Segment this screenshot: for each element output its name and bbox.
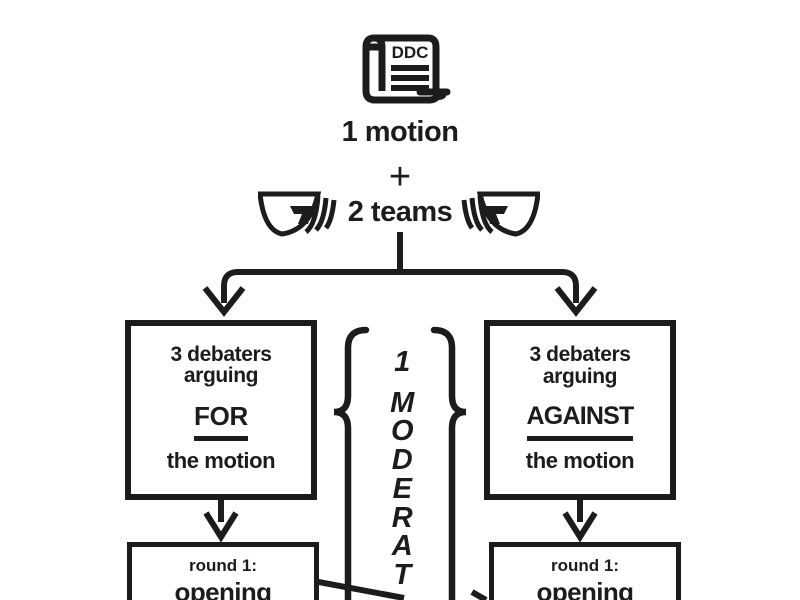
moderator-char-0: 1: [394, 346, 410, 378]
round1-right-number: round 1:: [551, 556, 619, 575]
crosslink-tick-right: [470, 589, 488, 600]
scroll-icon-text: DDC: [392, 43, 429, 62]
moderator-vertical-text: 1 M O D E R A T: [338, 326, 466, 600]
moderator-char-3: D: [391, 444, 413, 477]
moderator-char-7: T: [393, 558, 411, 591]
for-stance-label: FOR: [194, 403, 248, 442]
against-box-heading-line2: arguing: [542, 364, 618, 388]
for-box-heading: 3 debaters arguing: [170, 342, 272, 387]
moderator-char-4: E: [392, 472, 412, 505]
arrowhead-left: [202, 286, 246, 317]
for-box-tail: the motion: [166, 448, 276, 474]
teams-label: 2 teams: [347, 196, 453, 228]
for-box-heading-line2: arguing: [183, 364, 259, 387]
arrowhead-left-round1: [203, 511, 239, 543]
against-box-heading-line1: 3 debaters: [529, 343, 631, 367]
against-box-heading: 3 debaters arguing: [529, 344, 630, 387]
round1-box-for-side: round 1: opening: [127, 542, 319, 600]
split-bar: [221, 269, 579, 303]
moderator-char-6: A: [391, 530, 413, 563]
motion-label: 1 motion: [341, 116, 459, 148]
for-side-box: 3 debaters arguing FOR the motion: [125, 320, 317, 500]
arrowhead-right: [554, 286, 598, 317]
arrowhead-right-round1: [562, 511, 598, 543]
moderator-group: 1 M O D E R A T: [338, 326, 466, 600]
against-box-tail: the motion: [525, 447, 635, 473]
round1-right-name: opening: [536, 577, 635, 600]
round1-left-number: round 1:: [189, 556, 257, 575]
moderator-char-2: O: [390, 415, 414, 448]
moderator-char-1: M: [390, 386, 414, 419]
for-box-heading-line1: 3 debaters: [170, 342, 272, 366]
team-emblem-left-icon: [258, 191, 337, 237]
round1-left-name: opening: [174, 577, 273, 600]
plus-operator: +: [388, 156, 412, 198]
round1-box-against-side: round 1: opening: [489, 542, 681, 600]
against-stance-label: AGAINST: [526, 403, 634, 441]
scroll-document-icon: DDC: [362, 34, 451, 104]
team-emblem-right-icon: [461, 191, 540, 237]
against-side-box: 3 debaters arguing AGAINST the motion: [484, 320, 676, 500]
moderator-char-5: R: [391, 501, 413, 534]
